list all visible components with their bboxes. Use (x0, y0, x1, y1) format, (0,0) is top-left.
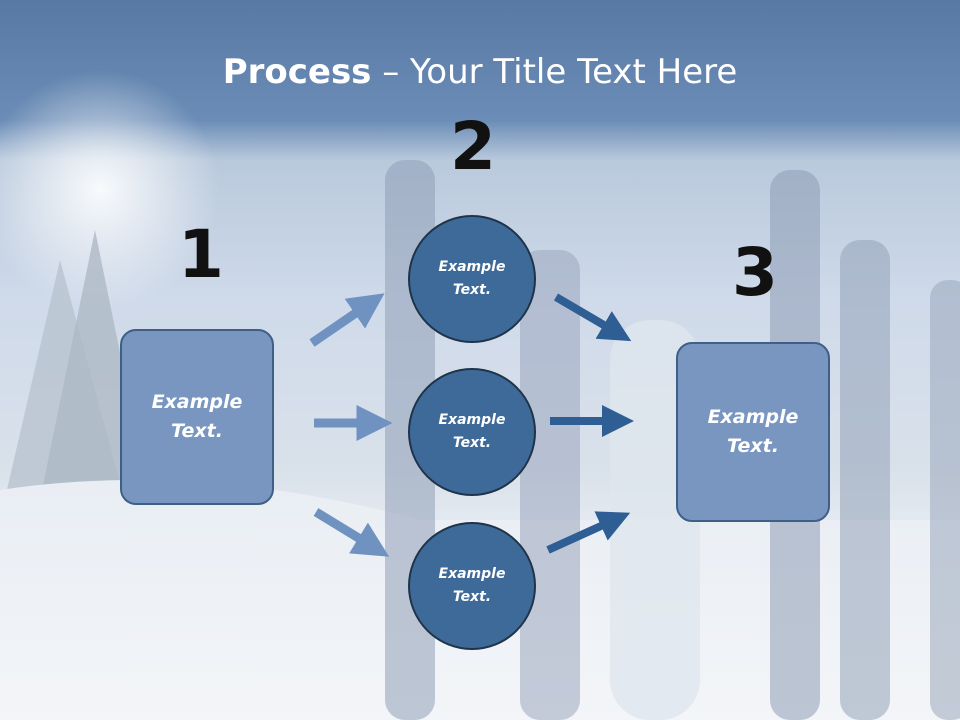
title-bold: Process (222, 52, 372, 92)
circle-2-line2: Text. (452, 435, 492, 451)
step-number-2: 2 (450, 108, 496, 185)
circle-2: Example Text. (408, 368, 536, 496)
step-number-3: 3 (732, 234, 778, 311)
right-step-box: Example Text. (676, 342, 830, 522)
circle-3: Example Text. (408, 522, 536, 650)
step-number-1: 1 (178, 216, 224, 293)
left-box-line1: Example (151, 391, 243, 413)
arrow-to-circle-1 (309, 293, 385, 347)
circle-1-line2: Text. (452, 282, 492, 298)
right-box-line2: Text. (727, 435, 779, 457)
arrow-to-circle-3 (313, 508, 390, 557)
circle-1-line1: Example (438, 259, 506, 275)
slide-title: Process – Your Title Text Here (0, 52, 960, 92)
left-box-line2: Text. (171, 420, 223, 442)
arrow-from-circle-3 (546, 511, 631, 554)
circle-3-line1: Example (438, 566, 506, 582)
arrow-from-circle-1 (553, 293, 632, 342)
circle-1: Example Text. (408, 215, 536, 343)
circle-2-line1: Example (438, 412, 506, 428)
circle-3-line2: Text. (452, 589, 492, 605)
right-box-line1: Example (707, 406, 799, 428)
title-rest: – Your Title Text Here (371, 52, 738, 92)
left-step-box: Example Text. (120, 329, 274, 505)
